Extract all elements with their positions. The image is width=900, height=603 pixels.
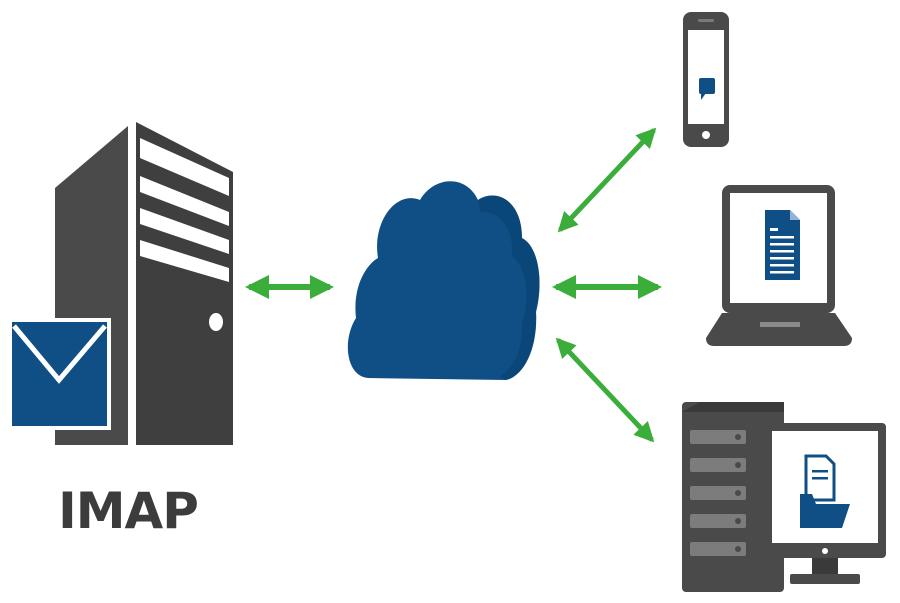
server-power-button	[209, 313, 223, 331]
cloud-icon	[347, 181, 540, 380]
server-drive-bay	[140, 138, 229, 196]
arrow-cloud-desktop	[555, 337, 655, 443]
desktop-computer-icon	[682, 402, 886, 592]
server-front-panel	[136, 122, 233, 445]
laptop-icon	[706, 185, 852, 346]
server-label: IMAP	[58, 482, 198, 540]
arrow-cloud-smartphone	[557, 127, 657, 233]
smartphone-icon	[683, 12, 729, 147]
server-drive-bay	[140, 240, 229, 282]
document-icon	[765, 210, 800, 280]
server-drive-bay	[140, 176, 229, 226]
envelope-icon	[8, 318, 111, 430]
server-drive-bay	[140, 208, 229, 254]
chat-bubble-icon	[699, 78, 715, 100]
folder-icon	[800, 454, 850, 528]
